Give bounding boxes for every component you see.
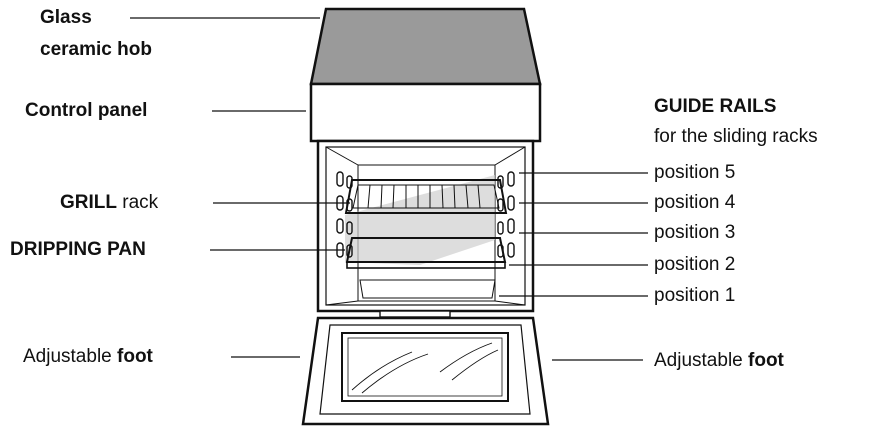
control-panel-body [309, 82, 542, 143]
guide-rails-subtitle: for the sliding racks [654, 126, 818, 147]
dripping-pan [345, 237, 507, 269]
position-1-label: position 1 [654, 285, 736, 306]
position-3-label: position 3 [654, 222, 736, 243]
adjustable-foot-left-bold: foot [117, 346, 153, 367]
control-panel-label: Control panel [25, 100, 148, 121]
grill-rack-label: GRILL rack [60, 192, 158, 214]
position-5-label: position 5 [654, 162, 736, 183]
adjustable-foot-right-label: Adjustable foot [654, 350, 784, 372]
position-4-label: position 4 [654, 192, 736, 213]
leader-lines [130, 17, 648, 361]
dripping-pan-label: DRIPPING PAN [10, 239, 146, 260]
position-2-label: position 2 [654, 254, 736, 275]
adjustable-foot-left-label: Adjustable foot [23, 346, 153, 368]
hob-top [309, 7, 542, 86]
hob-label-line2: ceramic hob [40, 39, 152, 60]
grill-rack [344, 179, 508, 214]
adjustable-foot-right-rest: Adjustable [654, 350, 749, 371]
adjustable-foot-right-bold: foot [748, 350, 784, 371]
hob-label-line1: Glass [40, 7, 92, 28]
adjustable-foot-left-rest: Adjustable [23, 346, 118, 367]
grill-rack-label-rest: rack [117, 192, 159, 213]
guide-rails-title: GUIDE RAILS [654, 96, 777, 117]
grill-rack-label-bold: GRILL [60, 192, 117, 213]
